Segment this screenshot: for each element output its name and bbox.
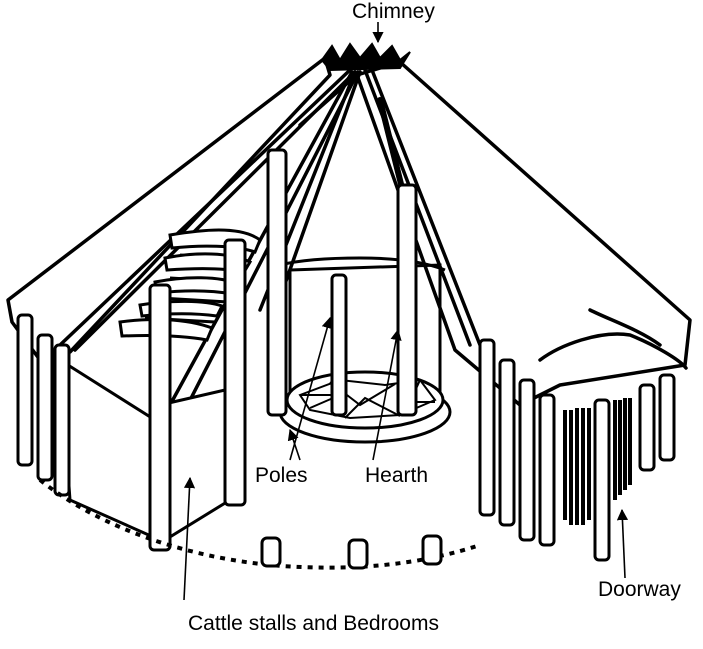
rafters xyxy=(58,68,482,412)
outer-wall-posts-left xyxy=(16,313,71,497)
label-cattle-stalls: Cattle stalls and Bedrooms xyxy=(188,612,439,635)
central-poles xyxy=(266,148,418,417)
post-stumps xyxy=(260,534,443,570)
label-poles: Poles xyxy=(255,464,308,487)
roof xyxy=(6,56,692,407)
label-arrows xyxy=(183,22,629,601)
label-chimney: Chimney xyxy=(352,0,435,23)
doorway-opening xyxy=(563,398,632,525)
label-hearth: Hearth xyxy=(365,464,428,487)
label-doorway: Doorway xyxy=(598,578,681,601)
cattle-stall-partitions xyxy=(58,238,247,552)
outer-wall-posts-right xyxy=(478,338,676,562)
foundation-outline xyxy=(38,478,481,570)
chimney-opening xyxy=(320,42,411,72)
